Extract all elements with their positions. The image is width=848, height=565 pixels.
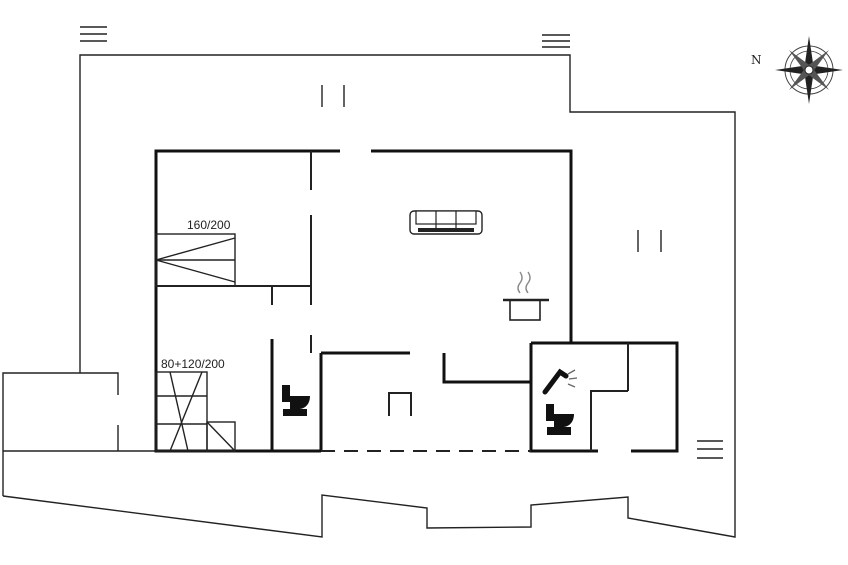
sofa-icon [409,210,483,235]
terrace-outline [2,54,736,538]
terrace-hatch-icon [697,440,723,459]
toilet-icon [546,404,574,435]
double-bed [155,233,236,287]
compass-north-label: N [751,53,762,67]
double-bed-label: 160/200 [187,218,231,232]
cooking-pot-icon [503,271,549,321]
bunk-bed-label: 80+120/200 [161,357,225,371]
house-walls [154,149,679,453]
bunk-bed [155,371,236,452]
entrance-step [388,392,412,416]
terrace-post-marks [321,85,662,252]
toilet-icon [282,385,310,416]
terrace-hatch-icon [542,34,570,48]
interior-partitions [156,151,629,451]
compass-rose-icon [775,36,843,104]
shower-icon [542,368,578,395]
terrace-hatch-icon [80,26,107,42]
